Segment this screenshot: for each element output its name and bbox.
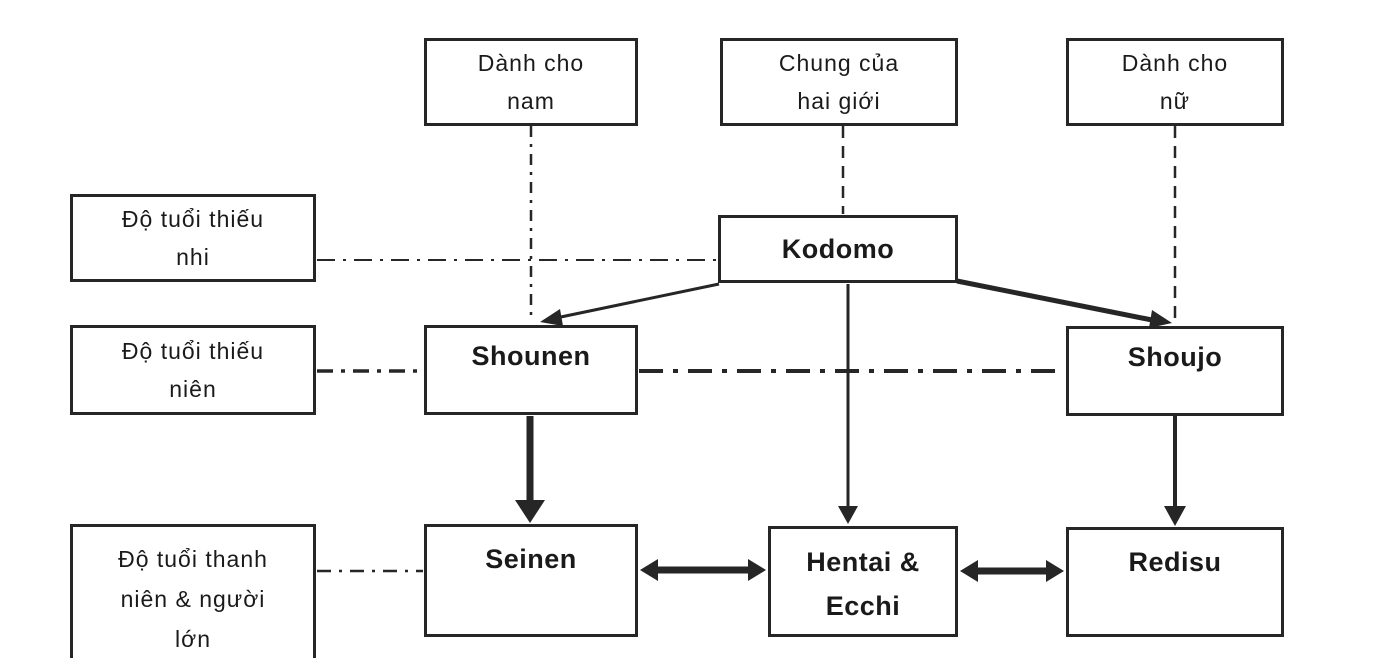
kodomo-label: Kodomo (781, 233, 895, 264)
box-do-tuoi-thanh-nien: Độ tuổi thanh niên & người lớn (70, 524, 316, 658)
shounen-label: Shounen (471, 341, 591, 371)
arrowhead-hentai-redisu-left (960, 560, 978, 582)
box-redisu: Redisu (1066, 527, 1284, 637)
arrowhead-seinen-hentai-left (640, 559, 658, 581)
box-hentai-ecchi: Hentai & Ecchi (768, 526, 958, 637)
box-seinen: Seinen (424, 524, 638, 637)
arrowhead-kodomo-to-shounen (540, 309, 563, 326)
arrowhead-seinen-hentai-right (748, 559, 766, 581)
edge-kodomo-to-shounen (555, 282, 720, 320)
redisu-label: Redisu (1128, 547, 1222, 577)
box-kodomo: Kodomo (718, 215, 958, 283)
age-thanh-nien-line1: Độ tuổi thanh (118, 546, 268, 572)
box-shoujo: Shoujo (1066, 326, 1284, 416)
box-danh-cho-nam-line2: nam (507, 88, 555, 114)
hentai-ecchi-label-line2: Ecchi (825, 591, 901, 621)
arrowhead-hentai-redisu-right (1046, 560, 1064, 582)
edge-kodomo-to-shoujo (956, 278, 1158, 324)
box-danh-cho-nam: Dành cho nam (424, 38, 638, 126)
hentai-ecchi-label-line1: Hentai & (806, 547, 920, 577)
box-danh-cho-nu-line1: Dành cho (1121, 50, 1229, 76)
seinen-label: Seinen (485, 544, 577, 574)
box-do-tuoi-thieu-nien: Độ tuổi thiếu niên (70, 325, 316, 415)
box-chung-line2: hai giới (797, 88, 881, 114)
age-thieu-nien-line2: niên (169, 376, 217, 402)
age-thieu-nien-line1: Độ tuổi thiếu (121, 338, 265, 364)
age-thanh-nien-line2: niên & người (120, 586, 266, 612)
age-thieu-nhi-line1: Độ tuổi thiếu (121, 206, 265, 232)
box-danh-cho-nu-line2: nữ (1159, 88, 1191, 114)
arrowhead-shoujo-to-redisu (1164, 506, 1186, 526)
box-chung-line1: Chung của (778, 50, 900, 76)
box-danh-cho-nam-line1: Dành cho (477, 50, 585, 76)
age-thanh-nien-line3: lớn (175, 626, 211, 652)
arrowhead-shounen-to-seinen (515, 500, 545, 523)
age-thieu-nhi-line2: nhi (176, 244, 210, 270)
box-danh-cho-nu: Dành cho nữ (1066, 38, 1284, 126)
arrowhead-kodomo-to-hentai (838, 506, 858, 524)
box-shounen: Shounen (424, 325, 638, 415)
shoujo-label: Shoujo (1127, 342, 1223, 372)
box-chung-cua-hai-gioi: Chung của hai giới (720, 38, 958, 126)
box-do-tuoi-thieu-nhi: Độ tuổi thiếu nhi (70, 194, 316, 282)
